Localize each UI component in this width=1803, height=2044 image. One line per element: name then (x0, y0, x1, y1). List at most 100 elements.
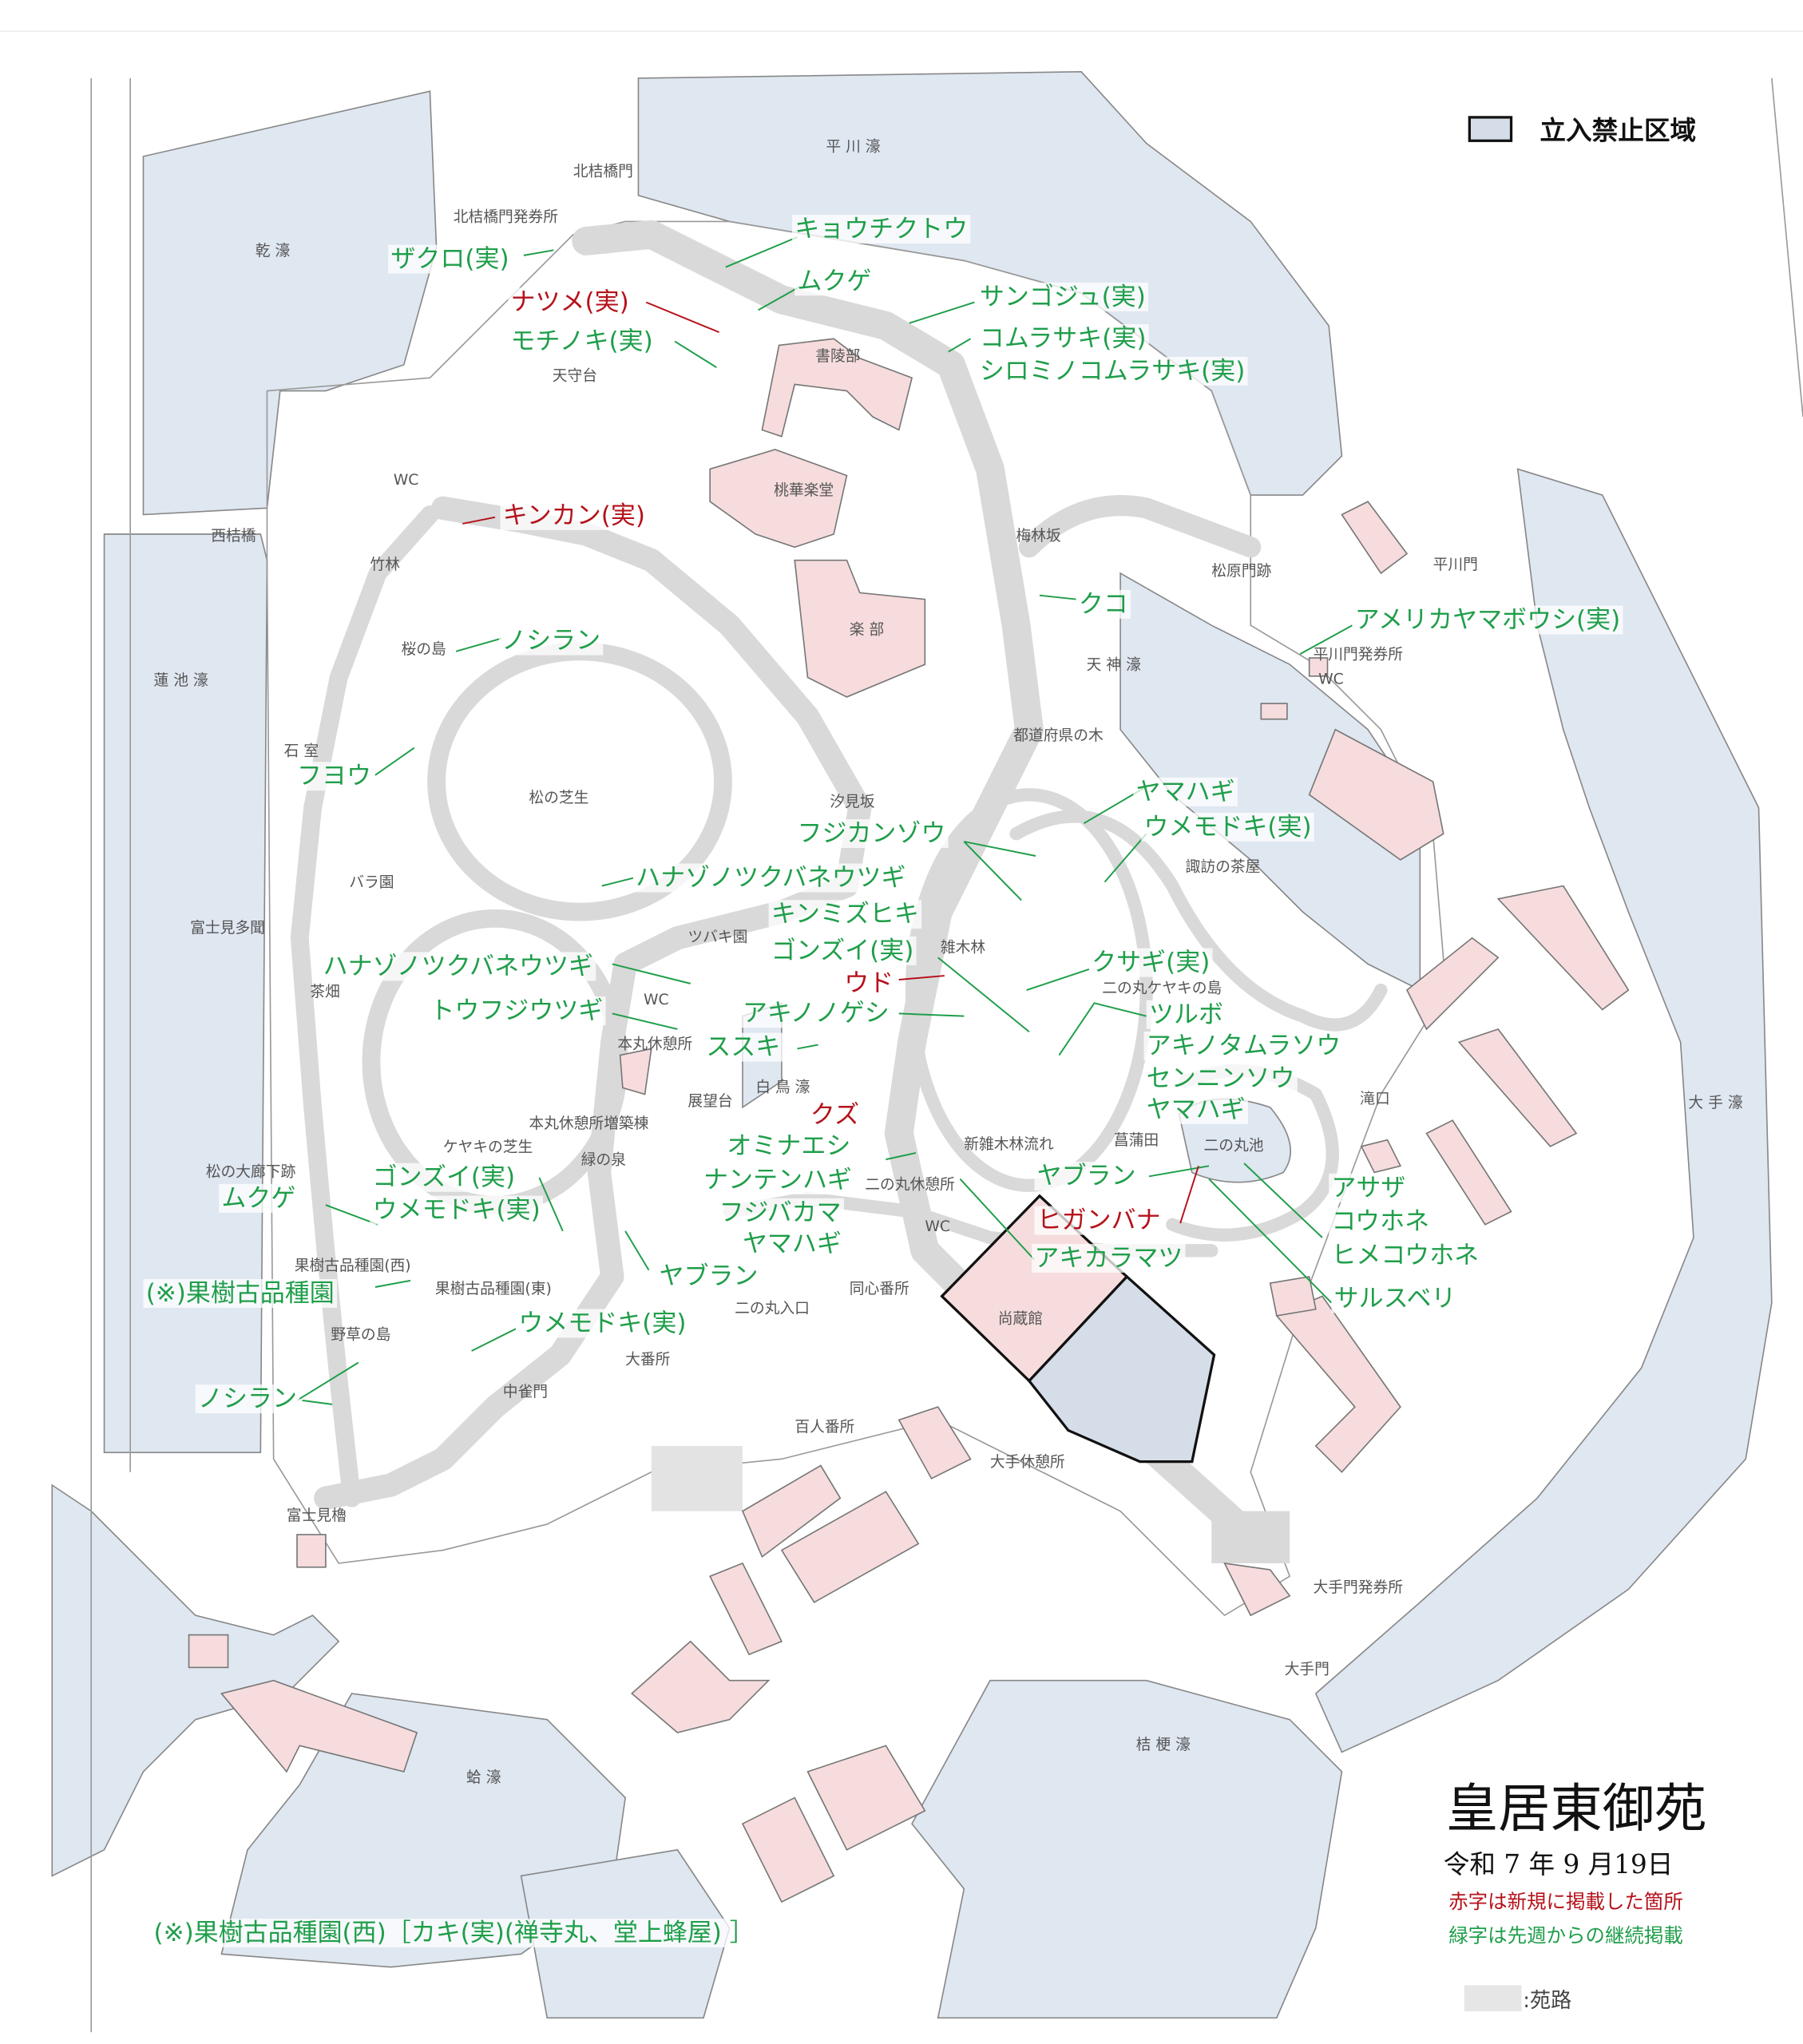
plant-label-new: クズ (810, 1100, 859, 1129)
place-label: 蓮 池 濠 (154, 671, 208, 689)
place-label: 桜の島 (402, 640, 446, 658)
place-label: 平 川 濠 (826, 137, 880, 155)
plant-label: コウホネ (1331, 1207, 1429, 1236)
place-label: WC (1318, 671, 1344, 688)
plant-label: ウメモドキ(実) (373, 1196, 541, 1225)
date: 令和 7 年 9 月19日 (1444, 1849, 1674, 1880)
place-label: 楽 部 (850, 621, 884, 639)
place-label: WC (925, 1218, 950, 1235)
place-label: 天 神 濠 (1087, 656, 1141, 674)
plant-label: アキノタムラソウ (1147, 1032, 1341, 1060)
plant-label: シロミノコムラサキ(実) (980, 357, 1245, 386)
place-label: ツバキ園 (688, 929, 747, 946)
place-label: 二の丸ケヤキの島 (1102, 979, 1222, 996)
leader-lines (296, 236, 1353, 1405)
plant-label: (※)果樹古品種園 (146, 1279, 335, 1308)
place-label: 都道府県の木 (1013, 727, 1104, 744)
place-label: 松の芝生 (529, 789, 588, 806)
place-label: バラ園 (349, 874, 394, 891)
plant-label: サンゴジュ(実) (980, 283, 1146, 311)
place-label: 天守台 (553, 366, 597, 384)
place-label: 百人番所 (795, 1418, 854, 1436)
plant-label: ハナゾノツクバネウツギ (323, 952, 593, 980)
path-swatch (1464, 1985, 1522, 2012)
plant-label: アキノノゲシ (743, 999, 890, 1028)
plant-label: フヨウ (297, 762, 371, 790)
place-label: 平川門発券所 (1314, 646, 1404, 664)
plant-label: サルスベリ (1334, 1284, 1456, 1313)
place-label: WC (644, 992, 669, 1008)
place-label: 桔 梗 濠 (1136, 1736, 1191, 1753)
path-label: :苑路 (1523, 1989, 1571, 2013)
plant-label: ススキ (706, 1033, 780, 1062)
plant-label: ノシラン (198, 1384, 297, 1413)
plant-labels-continuing: ザクロ(実)キョウチクトウムクゲサンゴジュ(実)コムラサキ(実)シロミノコムラサ… (143, 215, 1623, 1948)
plant-label: フジバカマ (719, 1198, 842, 1227)
plant-label: ツルボ (1149, 1000, 1223, 1029)
plant-label: ゴンズイ(実) (771, 937, 913, 965)
plant-label: ウメモドキ(実) (1143, 813, 1311, 842)
place-label: 白 鳥 濠 (755, 1078, 810, 1095)
restricted-label: 立入禁止区域 (1539, 116, 1696, 146)
place-label: 石 室 (284, 742, 319, 759)
place-label: 富士見多聞 (190, 919, 265, 937)
note-green: 緑字は先週からの継続掲載 (1448, 1924, 1683, 1947)
place-label: 北桔橋門発券所 (454, 208, 558, 225)
plant-label: ムクゲ (797, 267, 871, 295)
place-label: 汐見坂 (830, 793, 874, 810)
note-red: 赤字は新規に掲載した箇所 (1448, 1890, 1683, 1913)
place-label: 梅林坂 (1016, 527, 1061, 545)
place-label: 書陵部 (815, 347, 860, 365)
restricted-swatch (1468, 116, 1513, 142)
plant-label-new: キンカン(実) (503, 501, 645, 530)
place-label: 雑木林 (941, 939, 985, 957)
place-label: 展望台 (688, 1092, 732, 1110)
place-label: 北桔橋門 (573, 162, 633, 180)
plant-label: アキカラマツ (1034, 1244, 1183, 1273)
plant-label-new: ナツメ(実) (511, 287, 629, 316)
place-label: 大 手 濠 (1688, 1094, 1742, 1111)
map-title: 皇居東御苑 (1446, 1778, 1706, 1839)
plant-label: フジカンゾウ (797, 819, 945, 848)
plant-label: アサザ (1331, 1174, 1405, 1202)
plant-label: モチノキ(実) (511, 327, 653, 355)
plant-label: ウメモドキ(実) (518, 1309, 686, 1337)
plant-label: センニンソウ (1147, 1064, 1295, 1093)
place-label: 蛤 濠 (466, 1769, 501, 1786)
place-label: 菖蒲田 (1114, 1131, 1159, 1149)
plant-label: ゴンズイ(実) (373, 1163, 515, 1192)
buildings (188, 338, 1630, 1903)
place-label: 西桔橋 (211, 527, 256, 545)
place-label: 大番所 (625, 1350, 670, 1368)
plant-label: (※)果樹古品種園(西)［カキ(実)(禅寺丸、堂上蜂屋) ］ (154, 1919, 755, 1947)
place-label: 果樹古品種園(西) (295, 1257, 411, 1274)
place-label: 尚蔵館 (998, 1310, 1043, 1328)
place-label: 本丸休憩所 (617, 1035, 692, 1052)
place-label: 乾 濠 (256, 242, 291, 259)
moats (51, 70, 1773, 2019)
restricted-area (1027, 1274, 1216, 1464)
place-label: 大手門発券所 (1314, 1579, 1404, 1596)
plant-label: ナンテンハギ (703, 1166, 852, 1194)
plant-label: オミナエシ (727, 1132, 850, 1161)
plant-label: クコ (1079, 590, 1128, 619)
plant-label: キンミズヒキ (771, 900, 919, 929)
plant-label: アメリカヤマボウシ(実) (1355, 605, 1620, 634)
place-label: 二の丸休憩所 (865, 1176, 955, 1194)
place-label: WC (394, 472, 419, 489)
place-label: 二の丸入口 (735, 1300, 810, 1317)
plant-label: キョウチクトウ (795, 215, 968, 244)
plant-label: ヤマハギ (743, 1230, 842, 1258)
place-label: 大手休憩所 (990, 1453, 1065, 1471)
place-label: 松原門跡 (1211, 562, 1271, 580)
plant-label-new: ウド (844, 969, 894, 998)
place-label: 二の丸池 (1204, 1137, 1264, 1155)
place-label: 緑の泉 (581, 1151, 626, 1169)
place-label: 野草の島 (331, 1325, 390, 1343)
plant-label: ヤマハギ (1147, 1095, 1246, 1124)
plant-label: ザクロ(実) (390, 245, 509, 274)
plant-label: ヒメコウホネ (1331, 1242, 1479, 1270)
place-label: 中雀門 (503, 1383, 548, 1400)
